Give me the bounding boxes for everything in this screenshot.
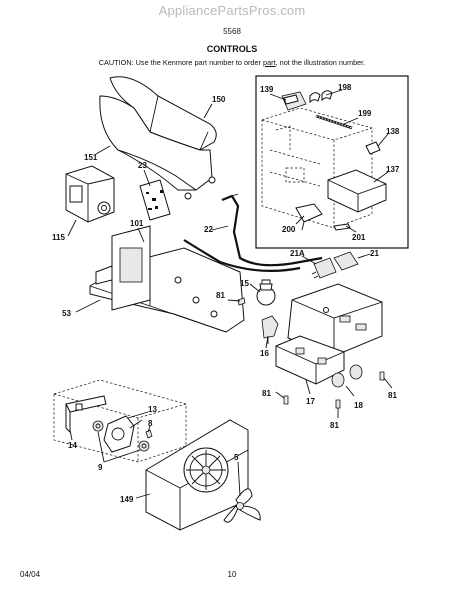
- label-81-a: 81: [216, 291, 225, 300]
- part-138-clip: [365, 141, 381, 155]
- label-22: 22: [204, 225, 213, 234]
- label-5: 5: [234, 453, 239, 462]
- page-title: CONTROLS: [206, 44, 258, 54]
- label-199: 199: [358, 109, 372, 118]
- part-137-cover: [327, 169, 387, 213]
- part-17-control-housing: [275, 283, 383, 385]
- part-81-screws-b: [283, 371, 385, 409]
- part-115-damper-control: [65, 165, 115, 223]
- part-16-lamp-socket: [261, 315, 279, 344]
- inset-leaders: [269, 89, 389, 233]
- label-115: 115: [52, 233, 65, 242]
- caution-underlined-word: part: [263, 58, 276, 67]
- label-13: 13: [148, 405, 157, 414]
- part-198-clips: [309, 90, 333, 104]
- model-number: 5568: [223, 27, 241, 36]
- label-9: 9: [98, 463, 103, 472]
- label-138: 138: [386, 127, 400, 136]
- part-200-knob: [295, 203, 323, 231]
- part-23-control-board: [139, 179, 171, 221]
- caution-text-start: CAUTION: Use the Kenmore part number to …: [98, 58, 264, 67]
- label-137: 137: [386, 165, 400, 174]
- label-16: 16: [260, 349, 269, 358]
- caution-note: CAUTION: Use the Kenmore part number to …: [0, 58, 464, 67]
- part-53-control-bracket: [89, 225, 245, 333]
- label-21A: 21A: [290, 249, 305, 258]
- watermark: AppliancePartsPros.com: [158, 3, 306, 18]
- label-151: 151: [84, 153, 98, 162]
- leader-lines: [67, 103, 393, 499]
- label-149: 149: [120, 495, 134, 504]
- label-81-b: 81: [262, 389, 271, 398]
- label-139: 139: [260, 85, 274, 94]
- label-200: 200: [282, 225, 296, 234]
- label-8: 8: [148, 419, 153, 428]
- part-150-air-duct: [109, 76, 217, 151]
- footer-page-number: 10: [227, 570, 237, 579]
- part-22-wire-harness: [183, 193, 323, 272]
- label-101: 101: [130, 219, 144, 228]
- part-18-knobs: [331, 364, 363, 388]
- part-139-thermostat: [281, 91, 307, 111]
- part-199-capillary: [315, 114, 353, 130]
- part-5-fan-blade: [223, 488, 261, 523]
- label-21: 21: [370, 249, 379, 258]
- footer-date: 04/04: [20, 570, 41, 579]
- label-150: 150: [212, 95, 226, 104]
- label-18: 18: [354, 401, 363, 410]
- part-8-screw: [145, 429, 153, 439]
- label-15: 15: [240, 279, 249, 288]
- label-201: 201: [352, 233, 366, 242]
- part-13-fan-motor: [103, 415, 143, 453]
- part-151-cover: [99, 95, 216, 200]
- part-9-grommets: [92, 420, 150, 452]
- part-15-light-bulb: [256, 279, 276, 306]
- label-23: 23: [138, 161, 147, 170]
- label-17: 17: [306, 397, 315, 406]
- part-81-screw-a: [237, 297, 246, 306]
- part-21A-switch: [311, 257, 337, 279]
- part-149-fan-shroud: [145, 419, 249, 531]
- label-81-c: 81: [330, 421, 339, 430]
- label-53: 53: [62, 309, 71, 318]
- label-14: 14: [68, 441, 77, 450]
- label-81-d: 81: [388, 391, 397, 400]
- label-198: 198: [338, 83, 352, 92]
- caution-text-end: , not the illustration number.: [275, 58, 366, 67]
- part-21-switch: [333, 251, 365, 271]
- inset-frame: [255, 75, 409, 249]
- inset-housing-outline: [261, 107, 373, 229]
